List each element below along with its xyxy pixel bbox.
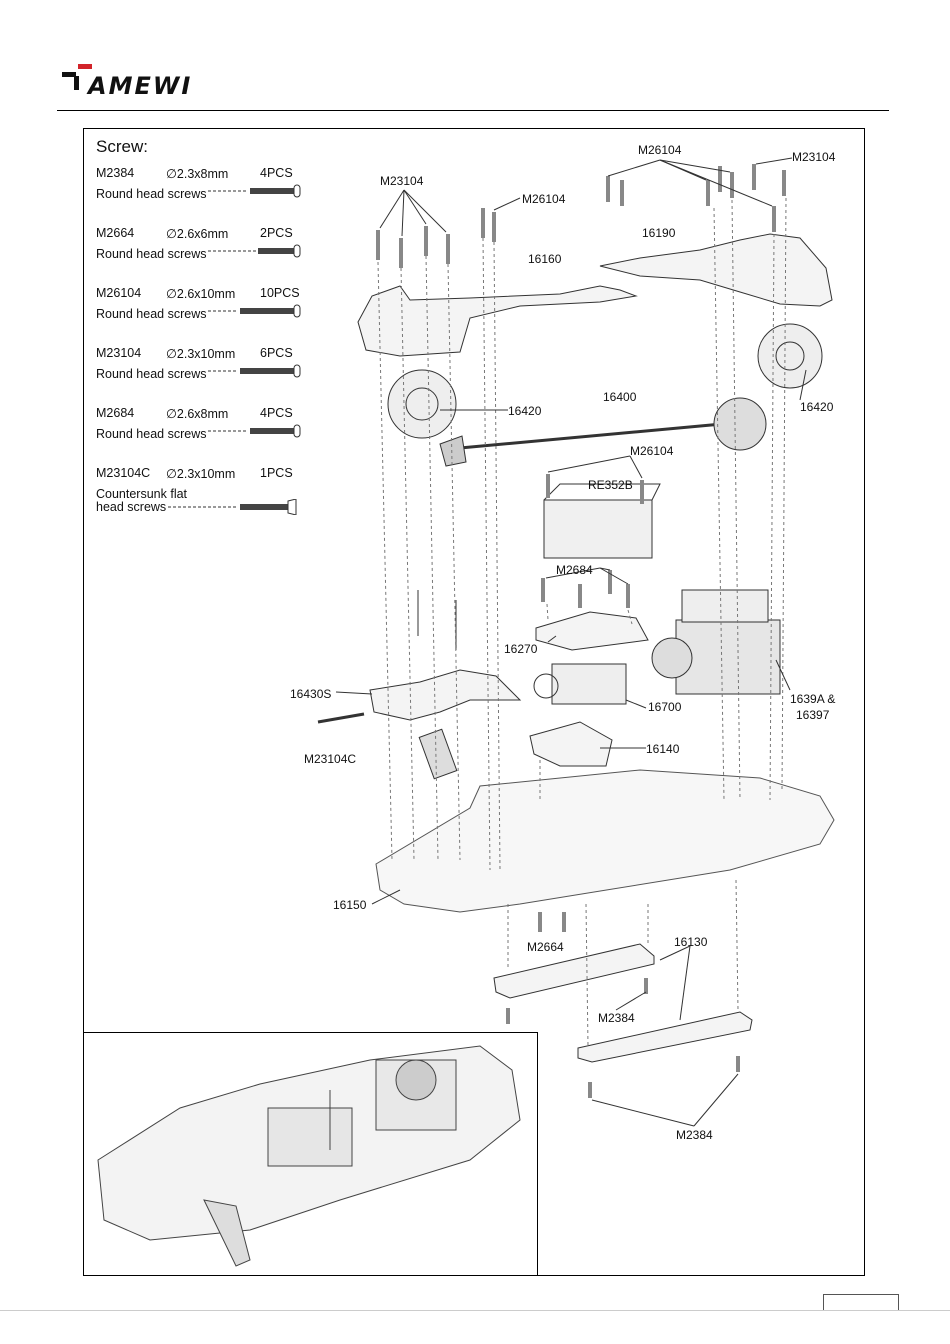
servo-part: [551, 663, 627, 705]
label-16400: 16400: [603, 390, 637, 404]
battery-tray: [529, 721, 613, 767]
label-16420-left: 16420: [508, 404, 542, 418]
label-16190: 16190: [642, 226, 676, 240]
upper-deck-part: [357, 285, 638, 357]
screw-size: ∅2.3x10mm: [166, 467, 236, 481]
label-re352b: RE352B: [588, 478, 633, 492]
pinion-gear: [439, 435, 467, 467]
label-16150: 16150: [333, 898, 367, 912]
countersunk-screw-icon: [168, 499, 297, 515]
screw-code: M2684: [96, 406, 135, 420]
label-1639a-line1: 1639A &: [790, 692, 836, 706]
label-16420-right: 16420: [800, 400, 834, 414]
servo-mount-part: [599, 233, 833, 307]
label-m26104-mid: M26104: [522, 192, 566, 206]
footer-rule: [0, 1310, 950, 1311]
logo-mark-icon: [62, 64, 92, 90]
label-m26104-esc: M26104: [630, 444, 674, 458]
screw-qty: 1PCS: [260, 466, 293, 480]
round-head-screw-icon: [208, 244, 301, 258]
screw-qty: 6PCS: [260, 346, 293, 360]
screw-qty: 4PCS: [260, 166, 293, 180]
label-16430s: 16430S: [290, 687, 332, 701]
right-differential-gear: [757, 323, 823, 389]
label-16700: 16700: [648, 700, 682, 714]
screw-code: M23104: [96, 346, 142, 360]
logo-text: AMEWI: [88, 72, 193, 100]
screw-desc: Round head screws: [96, 367, 207, 381]
label-m23104c: M23104C: [304, 752, 357, 766]
screw-size: ∅2.6x10mm: [166, 287, 236, 301]
screw-desc: Round head screws: [96, 187, 207, 201]
round-head-screw-icon: [208, 424, 301, 438]
assembled-model: [97, 1045, 521, 1267]
screw-desc: Round head screws: [96, 247, 207, 261]
screw-code: M26104: [96, 286, 142, 300]
label-m26104-top: M26104: [638, 143, 682, 157]
steering-linkage: [369, 669, 522, 721]
round-head-screw-icon: [208, 184, 301, 198]
label-m2384-mid: M2384: [598, 1011, 635, 1025]
label-m2684: M2684: [556, 563, 593, 577]
screw-desc: Round head screws: [96, 307, 207, 321]
header-rule: [57, 110, 889, 111]
label-16160: 16160: [528, 252, 562, 266]
screw-code: M23104C: [96, 466, 151, 480]
screw-legend-title: Screw:: [96, 137, 148, 156]
screw-desc: Round head screws: [96, 427, 207, 441]
label-m23104-top-right: M23104: [792, 150, 836, 164]
amewi-logo: AMEWI: [56, 60, 206, 104]
label-m2664: M2664: [527, 940, 564, 954]
page-number-tab: [823, 1294, 899, 1310]
screw-size: ∅2.6x8mm: [166, 407, 229, 421]
side-rail-front: [493, 943, 655, 999]
main-chassis: [375, 769, 835, 913]
spur-gear: [713, 397, 767, 451]
screw-qty: 4PCS: [260, 406, 293, 420]
motor-plate: [535, 611, 649, 651]
label-16130: 16130: [674, 935, 708, 949]
round-head-screw-icon: [208, 364, 301, 378]
side-rail-rear: [577, 1011, 753, 1063]
label-16270: 16270: [504, 642, 538, 656]
receiver-esc-box: [543, 499, 653, 559]
round-head-screw-icon: [208, 304, 301, 318]
label-1639a-line2: 16397: [796, 708, 830, 722]
label-16140: 16140: [646, 742, 680, 756]
screw-size: ∅2.3x10mm: [166, 347, 236, 361]
screw-desc-line2: head screws: [96, 500, 167, 514]
screw-size: ∅2.6x6mm: [166, 227, 229, 241]
screw-size: ∅2.3x8mm: [166, 167, 229, 181]
label-m23104-top-left: M23104: [380, 174, 424, 188]
screw-desc-line1: Countersunk flat: [96, 487, 188, 501]
assembled-view-inset: [83, 1032, 538, 1276]
screw-qty: 2PCS: [260, 226, 293, 240]
center-driveshaft: [459, 422, 723, 450]
left-differential-gear: [387, 369, 457, 439]
screw-code: M2664: [96, 226, 135, 240]
screw-code: M2384: [96, 166, 135, 180]
countersunk-screw: [317, 712, 365, 724]
label-m2384-bottom: M2384: [676, 1128, 713, 1142]
screw-qty: 10PCS: [260, 286, 300, 300]
